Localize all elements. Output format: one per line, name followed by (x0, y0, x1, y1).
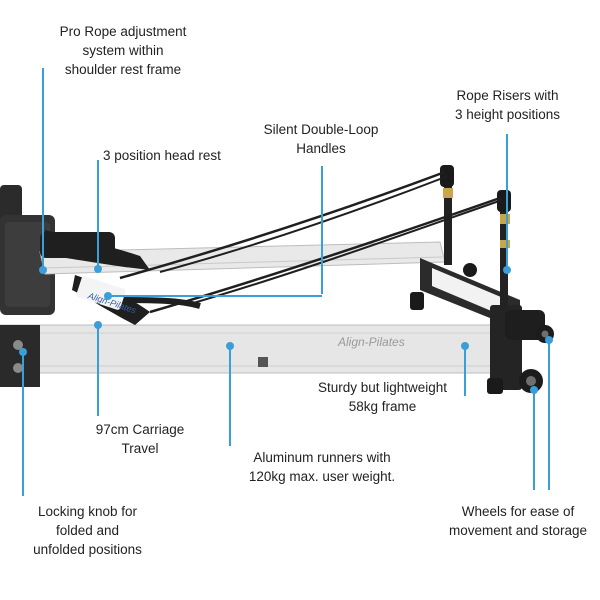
callout-line: Pro Rope adjustment (59, 24, 187, 39)
callout-pro-rope: Pro Rope adjustment system within should… (38, 22, 208, 79)
callout-line: Locking knob for (37, 504, 138, 519)
callout-line: 97cm Carriage (95, 422, 185, 437)
leader-dot-icon (19, 348, 27, 356)
callout-line: 58kg frame (348, 399, 417, 414)
reformer-machine-illustration (0, 165, 554, 394)
callout-line: Wheels for ease of (461, 504, 575, 519)
leader-dot-icon (94, 321, 102, 329)
callout-line: Silent Double-Loop (263, 122, 379, 137)
callout-line: 120kg max. user weight. (248, 469, 396, 484)
callout-wheels: Wheels for ease of movement and storage (438, 502, 598, 540)
leader-dot-icon (104, 292, 112, 300)
callout-silent-handles: Silent Double-Loop Handles (246, 120, 396, 158)
callout-line: Rope Risers with (456, 88, 559, 103)
callout-line: 3 height positions (454, 107, 561, 122)
callout-line: folded and (55, 523, 120, 538)
callout-line: shoulder rest frame (64, 62, 182, 77)
callout-line: 3 position head rest (103, 148, 221, 163)
leader-dot-icon (226, 342, 234, 350)
callout-line: Travel (121, 441, 159, 456)
callout-head-rest: 3 position head rest (103, 146, 273, 165)
callout-line: unfolded positions (33, 542, 142, 557)
callout-aluminum-runners: Aluminum runners with 120kg max. user we… (232, 448, 412, 486)
leader-dot-icon (461, 342, 469, 350)
callout-locking-knob: Locking knob for folded and unfolded pos… (20, 502, 155, 559)
callout-line: Aluminum runners with (253, 450, 391, 465)
leader-dot-icon (94, 265, 102, 273)
leader-dot-icon (39, 266, 47, 274)
leader-dot-icon (545, 336, 553, 344)
callout-carriage-travel: 97cm Carriage Travel (80, 420, 200, 458)
leader-dot-icon (530, 386, 538, 394)
callout-line: Handles (296, 141, 346, 156)
logo-runner: Align-Pilates (337, 335, 405, 349)
callout-sturdy-frame: Sturdy but lightweight 58kg frame (300, 378, 465, 416)
callout-line: Sturdy but lightweight (317, 380, 448, 395)
callout-line: system within (82, 43, 164, 58)
leader-lines (19, 68, 553, 496)
callout-rope-risers: Rope Risers with 3 height positions (430, 86, 585, 124)
callout-line: movement and storage (448, 523, 588, 538)
leader-dot-icon (503, 266, 511, 274)
